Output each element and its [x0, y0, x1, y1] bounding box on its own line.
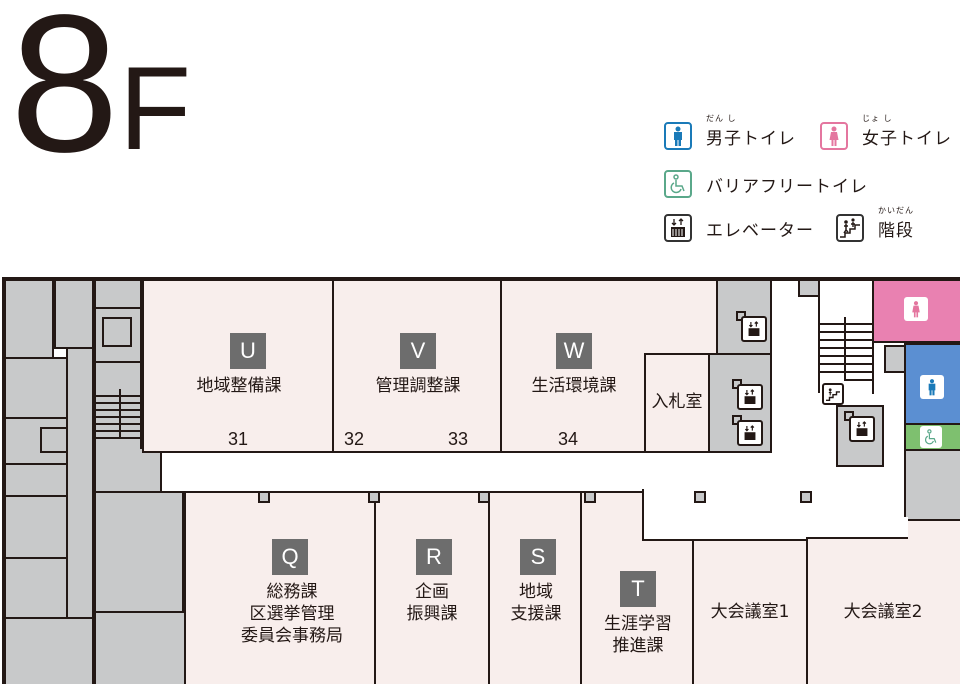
wheelchair-icon [664, 170, 692, 198]
legend-barrier-free-toilet: バリアフリートイレ [664, 170, 868, 198]
mens-toilet-icon [920, 375, 944, 399]
service-room [4, 495, 68, 559]
room-number: 34 [558, 429, 579, 449]
womens-toilet-icon [820, 122, 848, 150]
service-room [4, 279, 54, 359]
pillar [368, 491, 380, 503]
room-name: 生活環境課 [531, 376, 617, 396]
elevator-icon [737, 420, 763, 446]
notch [806, 517, 908, 539]
stairs-icon [836, 214, 864, 242]
legend-label-elevator: エレベーター [706, 220, 814, 241]
legend-mens-toilet: だん し男子トイレ [664, 114, 796, 150]
legend-womens-toilet: じょ し女子トイレ [820, 114, 952, 150]
room-number: 32 [344, 429, 365, 449]
room-R[interactable]: R 企画 振興課 [374, 491, 490, 684]
service-room [94, 449, 162, 493]
elevator-icon [741, 316, 767, 342]
elevator-shaft [708, 353, 772, 453]
notch [642, 489, 696, 541]
service-room [904, 449, 960, 521]
legend-label-mens: 男子トイレ [706, 128, 796, 149]
room-letter-badge: R [416, 539, 452, 575]
elevator-icon [664, 214, 692, 242]
ruby-kaidan: かいだん [878, 205, 914, 215]
room-bid[interactable]: 入札室 [644, 353, 710, 453]
stairs-icon [822, 383, 844, 405]
legend: だん し男子トイレ じょ し女子トイレ バリアフリートイレ エレベーター かいだ… [660, 112, 960, 252]
shaft [102, 317, 132, 347]
elevator-shaft [716, 279, 772, 355]
corridor-west [54, 279, 94, 349]
service-room [94, 279, 142, 309]
room-name: 大会議室2 [843, 602, 923, 622]
room-letter-badge: T [620, 571, 656, 607]
floor-suffix: F [119, 43, 192, 175]
room-letter-badge: W [556, 333, 592, 369]
service-room [40, 427, 68, 453]
service-room [94, 491, 184, 613]
room-V[interactable]: V 管理調整課 32 33 [332, 279, 502, 453]
room-hall2[interactable]: 大会議室2 [806, 519, 960, 684]
pillar [258, 491, 270, 503]
room-name: 地域 支援課 [510, 582, 562, 624]
room-name: 企画 振興課 [406, 582, 458, 624]
room-letter-badge: S [520, 539, 556, 575]
elevator-icon [849, 416, 875, 442]
room-letter-badge: U [230, 333, 266, 369]
floor-plan: U 地域整備課 31 V 管理調整課 32 33 W 生活環境課 34 入札室 [2, 277, 960, 684]
room-Q[interactable]: Q 総務課 区選挙管理 委員会事務局 [184, 491, 376, 684]
room-name: 大会議室1 [710, 602, 790, 622]
ruby-josi: じょ し [862, 113, 893, 123]
pillar [800, 491, 812, 503]
womens-toilet[interactable] [872, 279, 960, 343]
elevator-shaft [836, 405, 884, 467]
room-number: 31 [228, 429, 249, 449]
room-letter-badge: Q [272, 539, 308, 575]
legend-label-stairs: 階段 [878, 220, 914, 241]
pillar [694, 491, 706, 503]
room-number: 33 [448, 429, 469, 449]
pillar [584, 491, 596, 503]
legend-elevator: エレベーター [664, 214, 814, 242]
ruby-dansi: だん し [706, 113, 737, 123]
room-name: 地域整備課 [196, 376, 282, 396]
womens-toilet-icon [904, 297, 928, 321]
room-name: 総務課 区選挙管理 委員会事務局 [241, 582, 343, 646]
service-room [4, 557, 68, 619]
mens-toilet[interactable] [904, 343, 960, 425]
pillar-block [798, 279, 820, 297]
room-name: 管理調整課 [375, 376, 461, 396]
legend-label-womens: 女子トイレ [862, 128, 952, 149]
service-room [4, 463, 68, 497]
barrier-free-toilet[interactable] [904, 423, 960, 451]
mens-toilet-icon [664, 122, 692, 150]
room-name: 生涯学習 推進課 [604, 614, 672, 656]
legend-stairs: かいだん階段 [836, 206, 914, 242]
corridor-west [66, 347, 94, 619]
pillar [478, 491, 490, 503]
service-room [4, 617, 94, 684]
room-S[interactable]: S 地域 支援課 [488, 491, 582, 684]
room-name: 入札室 [651, 392, 703, 412]
service-room [4, 357, 68, 419]
room-letter-badge: V [400, 333, 436, 369]
wheelchair-icon [920, 426, 942, 448]
elevator-icon [737, 384, 763, 410]
room-U[interactable]: U 地域整備課 31 [142, 279, 334, 453]
floor-number: 8 [10, 0, 119, 193]
floor-title: 8 F [10, 0, 191, 182]
room-hall1[interactable]: 大会議室1 [692, 539, 808, 684]
legend-label-barrier-free: バリアフリートイレ [706, 176, 868, 197]
